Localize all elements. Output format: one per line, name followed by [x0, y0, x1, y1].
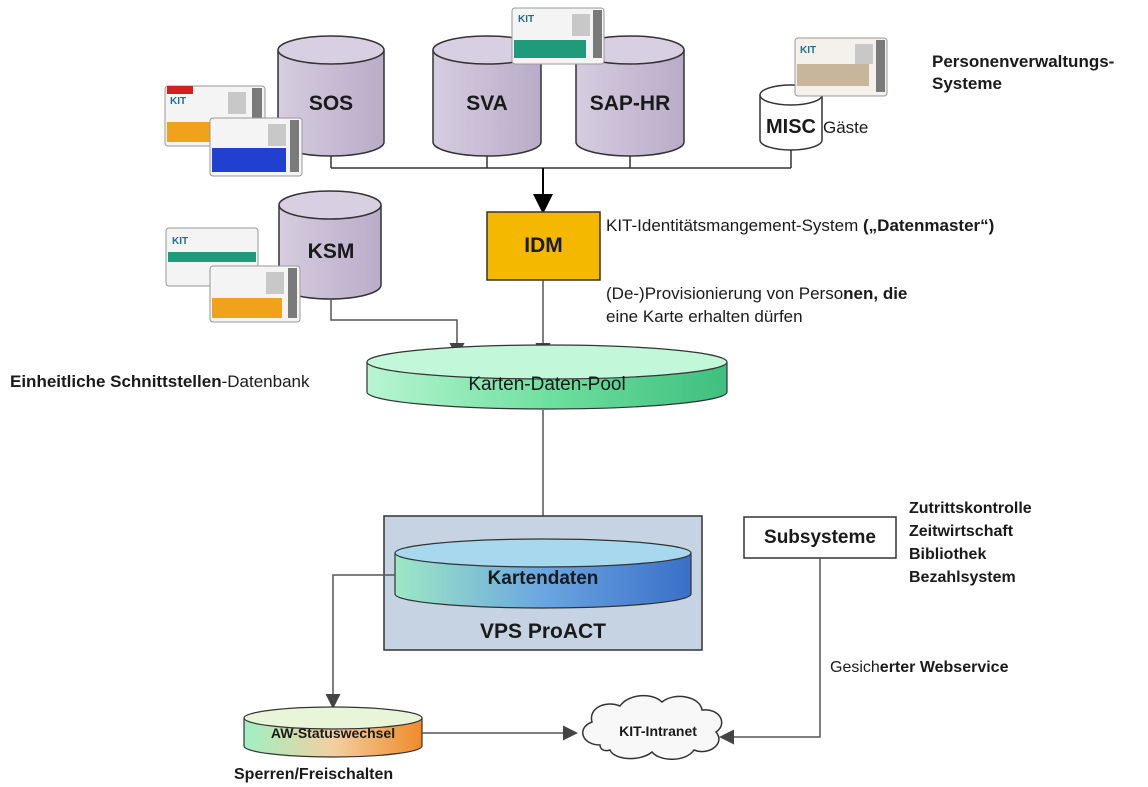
- personnel-systems-line1: Personenverwaltungs-: [932, 52, 1115, 71]
- intranet-label: KIT-Intranet: [619, 723, 697, 739]
- subsystem-item: Bezahlsystem: [909, 569, 1016, 586]
- misc-note: Gäste: [823, 118, 869, 137]
- subsysteme-to-intranet-arrow: [719, 558, 821, 745]
- misc-label: MISC: [766, 116, 816, 138]
- subsystem-item: Zeitwirtschaft: [909, 523, 1014, 540]
- karten-to-aw-arrow: [325, 574, 395, 709]
- personnel-systems-line2: Systeme: [932, 74, 1002, 93]
- ksm-to-pool-arrow: [330, 299, 465, 358]
- card-logo-text: KIT: [518, 14, 534, 25]
- provisioning-bold: nen, die: [843, 284, 908, 303]
- aw-caption: Sperren/Freischalten: [234, 766, 394, 783]
- karten-daten-pool: [366, 344, 728, 410]
- id-card-sos-blue: [209, 117, 303, 177]
- kartendaten-label: Kartendaten: [487, 568, 599, 589]
- webservice-bold: erter Webservice: [879, 659, 1009, 676]
- pool-desc-plain: -Datenbank: [221, 372, 310, 391]
- id-card-ksm-orange: [209, 265, 301, 323]
- vps-title: VPS ProACT: [479, 620, 607, 643]
- idm-box: [486, 211, 601, 281]
- kit-intranet-cloud: [582, 694, 723, 760]
- subsystem-item: Bibliothek: [909, 546, 987, 563]
- sos-label: SOS: [308, 92, 354, 115]
- provisioning-plain: (De-)Provisionierung von Perso: [606, 284, 844, 303]
- idm-description: KIT-Identitätsmangement-System („Datenma…: [606, 216, 994, 236]
- webservice-label: Gesicherter Webservice: [830, 659, 1008, 677]
- subsysteme-box: [743, 516, 897, 559]
- card-logo-text: KIT: [172, 236, 188, 247]
- pool-desc-bold: Einheitliche Schnittstellen: [10, 372, 222, 391]
- database-sos: [277, 35, 385, 157]
- pool-label: Karten-Daten-Pool: [468, 374, 626, 395]
- sva-label: SVA: [466, 92, 508, 115]
- source-bus-lines: [330, 150, 792, 169]
- provisioning-line2: eine Karte erhalten dürfen: [606, 307, 803, 326]
- ksm-label: KSM: [307, 240, 355, 263]
- idm-desc-bold: („Datenmaster“): [858, 216, 995, 235]
- saphr-label: SAP-HR: [589, 92, 671, 115]
- aw-label: AW-Statuswechsel: [270, 725, 396, 741]
- webservice-plain: Gesich: [830, 659, 880, 676]
- subsystem-item: Zutrittskontrolle: [909, 500, 1032, 517]
- aw-statuswechsel-cylinder: [243, 706, 423, 758]
- pool-description: Einheitliche Schnittstellen-Datenbank: [10, 372, 310, 392]
- idm-desc-plain: KIT-Identitätsmangement-System: [606, 216, 859, 235]
- id-card-misc: KIT: [794, 37, 888, 97]
- card-logo-text: KIT: [170, 96, 186, 107]
- subsysteme-label: Subsysteme: [764, 527, 876, 548]
- card-logo-text: KIT: [800, 45, 816, 56]
- id-card-top-center: KIT: [511, 7, 605, 65]
- idm-label: IDM: [524, 234, 563, 257]
- provisioning-line1: (De-)Provisionierung von Personen, die: [606, 284, 907, 304]
- kartendaten-cylinder: [394, 538, 692, 609]
